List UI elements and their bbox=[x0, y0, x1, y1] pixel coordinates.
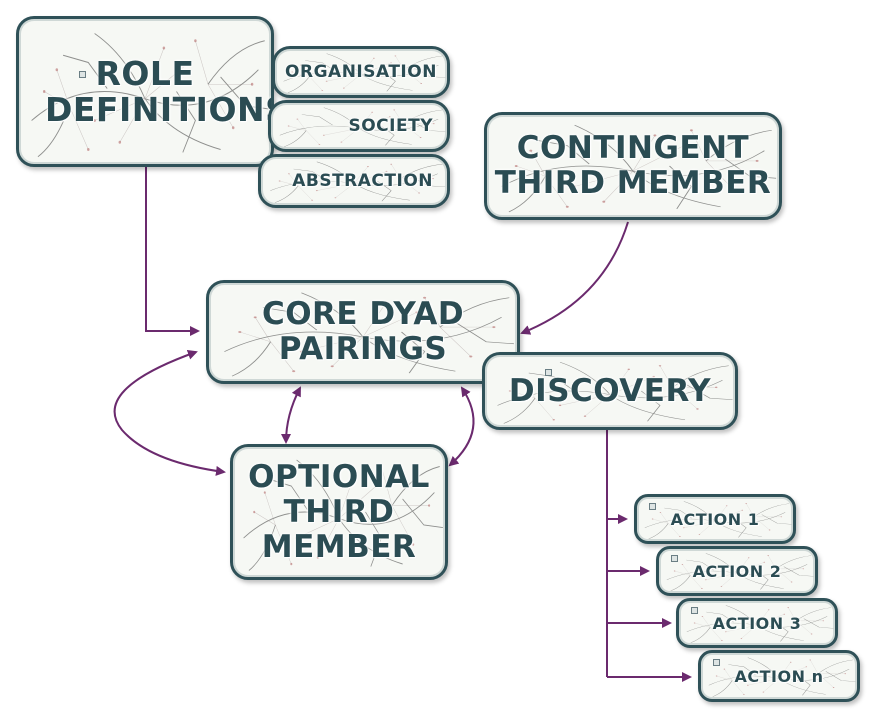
node-action-3: ACTION 3 bbox=[676, 598, 838, 648]
node-role-definitions: ROLE DEFINITIONS bbox=[16, 16, 274, 167]
node-action-2: ACTION 2 bbox=[656, 546, 818, 596]
node-society: SOCIETY bbox=[268, 100, 450, 152]
node-contingent-third-member: CONTINGENT THIRD MEMBER bbox=[484, 112, 782, 220]
node-abstraction: ABSTRACTION bbox=[258, 154, 450, 208]
arrow-core-optional-middle bbox=[281, 386, 301, 444]
node-label: ACTION 3 bbox=[712, 613, 802, 633]
node-label: ACTION 2 bbox=[692, 561, 782, 581]
node-optional-third-member: OPTIONAL THIRD MEMBER bbox=[230, 444, 448, 580]
bullet-square bbox=[691, 607, 698, 614]
node-label: CORE DYAD PAIRINGS bbox=[261, 296, 465, 367]
node-label: DISCOVERY bbox=[508, 372, 712, 409]
node-label: ACTION n bbox=[734, 666, 824, 686]
node-label: CONTINGENT THIRD MEMBER bbox=[494, 130, 772, 201]
bullet-square bbox=[79, 71, 86, 78]
node-label: ABSTRACTION bbox=[292, 171, 433, 191]
node-label: SOCIETY bbox=[348, 116, 433, 136]
bullet-square bbox=[713, 659, 720, 666]
arrow-contingent-to-core bbox=[520, 221, 629, 335]
arrow-core-optional-left bbox=[113, 349, 226, 476]
node-action-1: ACTION 1 bbox=[634, 494, 796, 544]
node-label: ROLE DEFINITIONS bbox=[45, 53, 274, 129]
arrow-role-to-core bbox=[145, 165, 200, 336]
bullet-square bbox=[671, 555, 678, 562]
arrow-core-optional-right bbox=[448, 386, 475, 467]
node-organisation: ORGANISATION bbox=[272, 46, 450, 98]
node-action-n: ACTION n bbox=[698, 650, 860, 702]
node-label: ORGANISATION bbox=[285, 62, 437, 82]
bullet-square bbox=[649, 503, 656, 510]
node-label: ACTION 1 bbox=[670, 509, 760, 529]
node-core-dyad-pairings: CORE DYAD PAIRINGS bbox=[206, 280, 520, 384]
bullet-square bbox=[545, 369, 552, 376]
node-label: OPTIONAL THIRD MEMBER bbox=[248, 458, 430, 565]
node-discovery: DISCOVERY bbox=[482, 352, 738, 430]
